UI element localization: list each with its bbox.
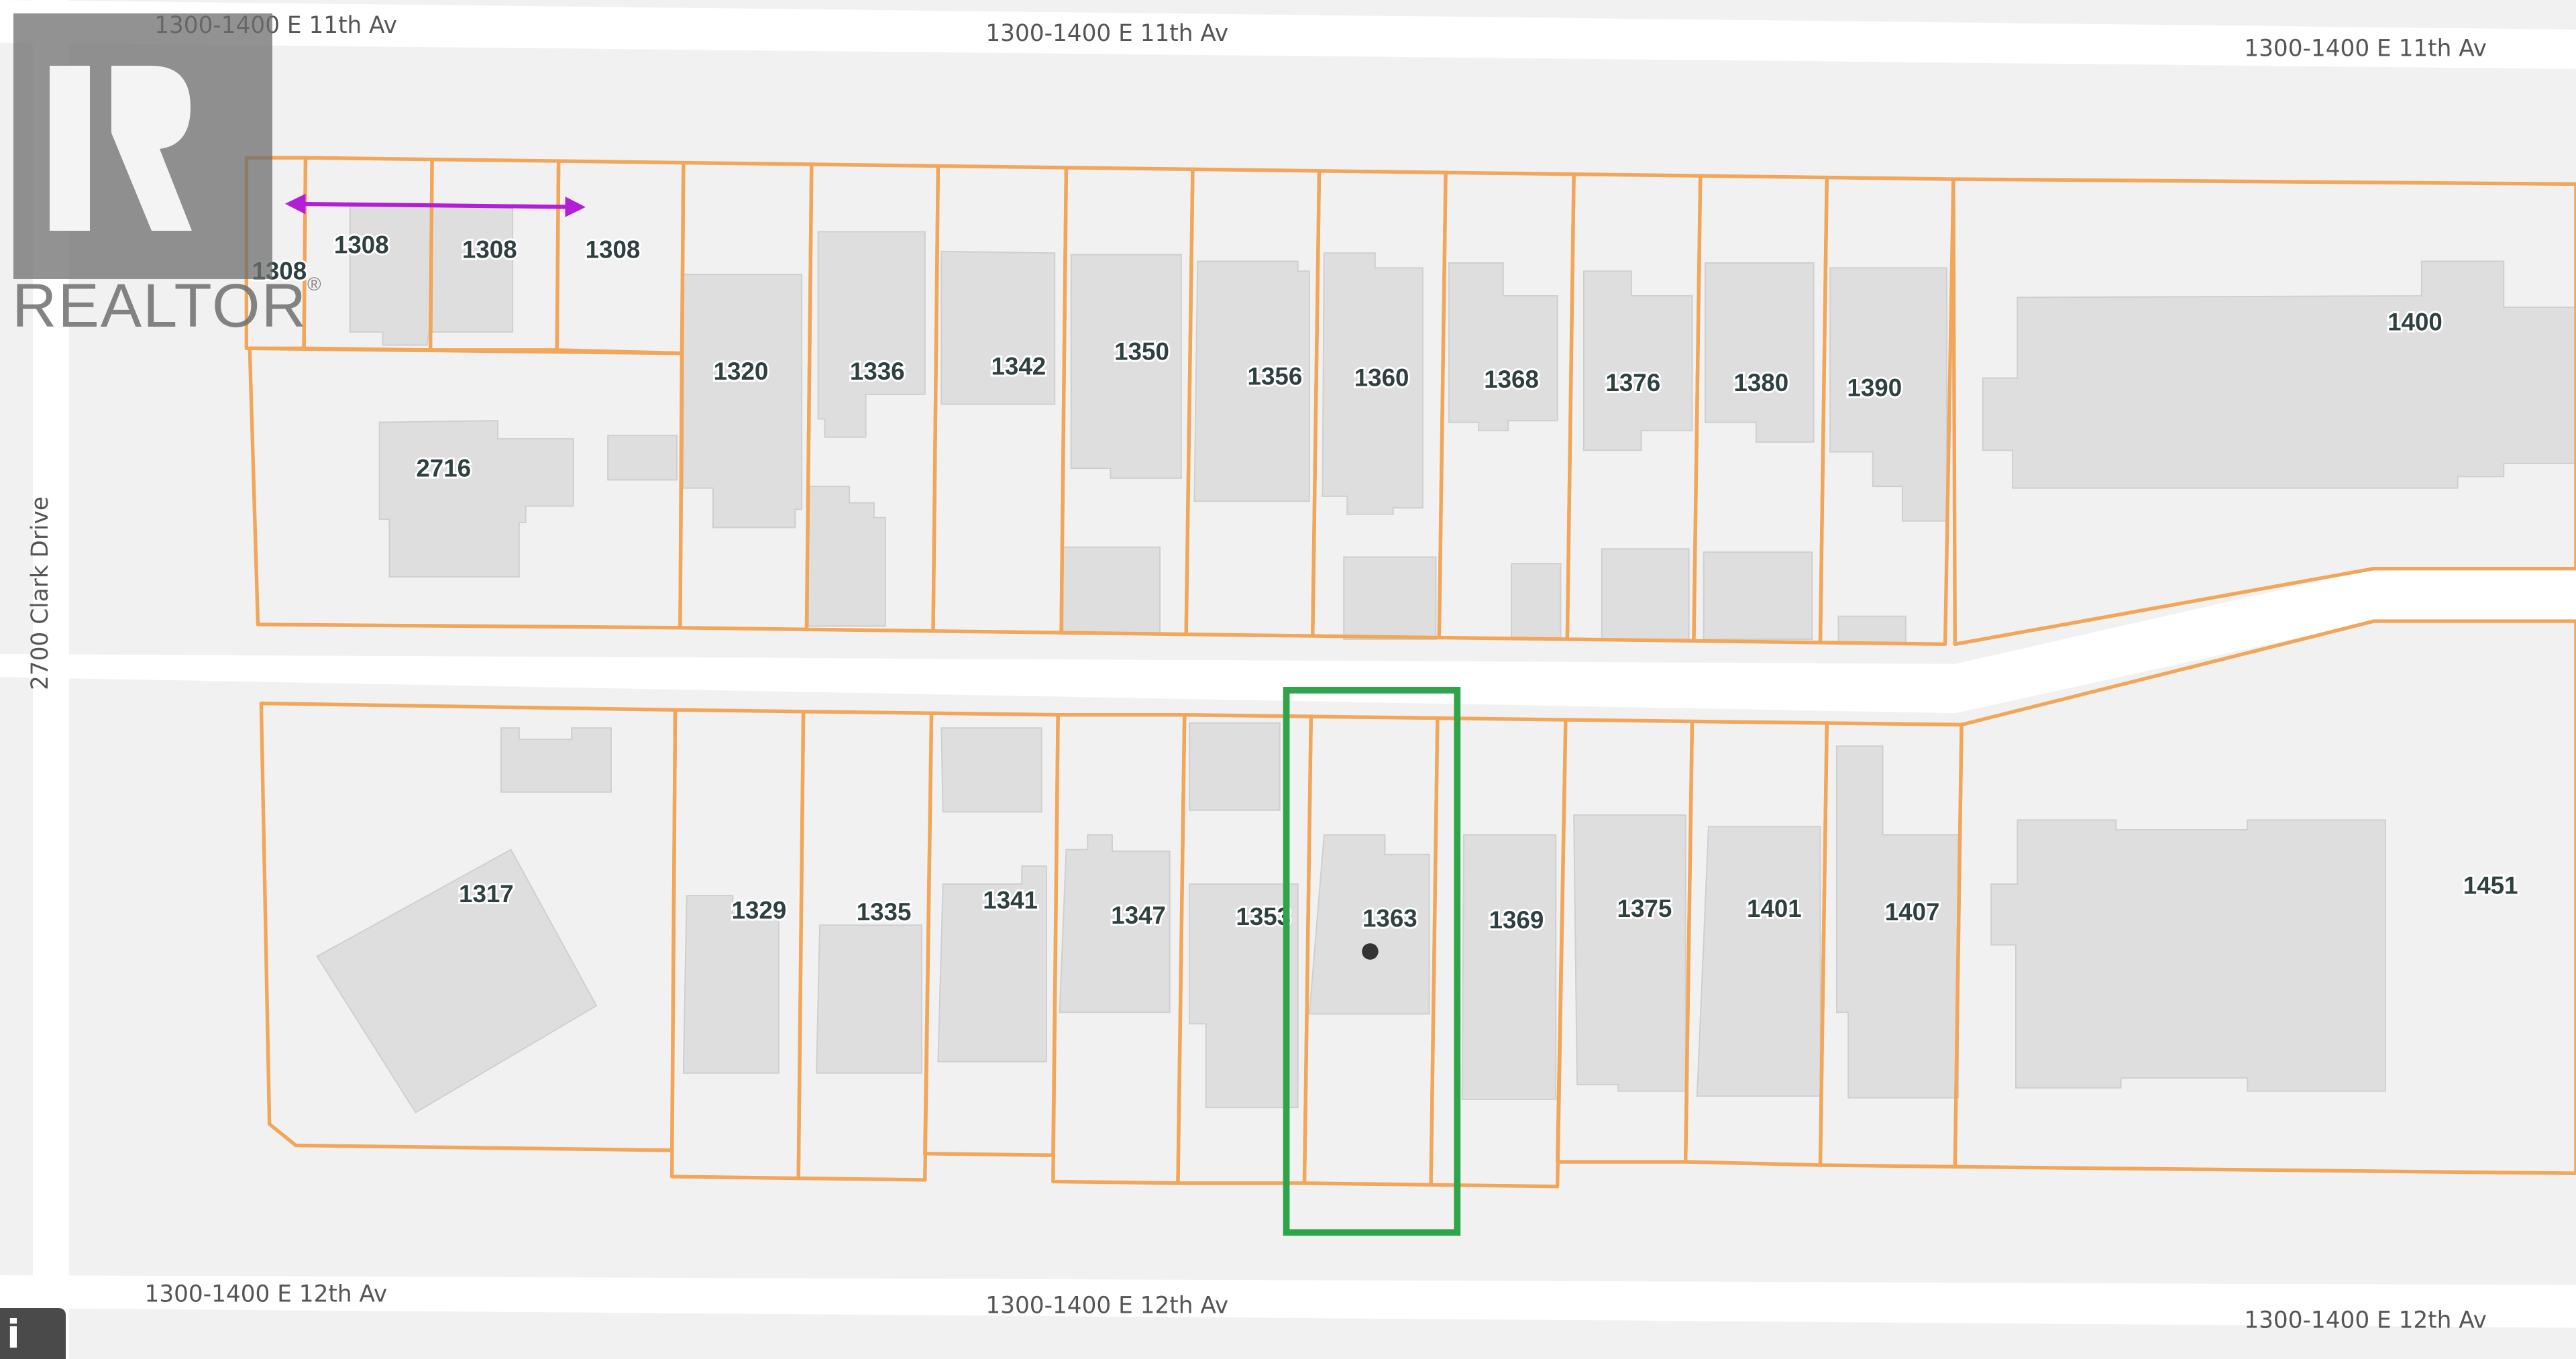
subject-property-highlight[interactable] (1283, 687, 1461, 1236)
building-footprint (1990, 819, 2386, 1092)
house-number-label: 1380 (1733, 369, 1788, 396)
house-number-label: 1320 (714, 358, 769, 385)
house-number-label: 1308 (586, 236, 641, 264)
realtor-wordmark: REALTOR® (12, 275, 323, 337)
building-footprint (1189, 883, 1299, 1109)
house-number-label: 2716 (416, 454, 471, 482)
house-number-label: 1356 (1248, 362, 1303, 390)
house-number-label: 1390 (1847, 374, 1902, 401)
house-number-label: 1350 (1114, 338, 1169, 366)
building-footprint (1308, 834, 1430, 1015)
building-footprint (1705, 262, 1815, 443)
building-footprint (1982, 260, 2576, 489)
building-footprint (682, 895, 780, 1074)
house-number-label: 1342 (991, 353, 1046, 380)
lot-1369[interactable] (1429, 716, 1568, 1189)
lot-1335[interactable] (796, 710, 934, 1182)
street-label: 2700 Clark Drive (27, 496, 54, 690)
house-number-label: 1308 (462, 236, 517, 264)
building-footprint (941, 727, 1042, 813)
building-footprint (682, 274, 803, 529)
house-number-label: 1329 (732, 896, 787, 924)
house-number-label: 1451 (2463, 872, 2518, 900)
street-label: 1300-1400 E 12th Av (2244, 1307, 2487, 1334)
building-footprint (1582, 270, 1693, 451)
subject-property-marker[interactable] (1362, 943, 1379, 960)
realtor-r-icon (111, 66, 192, 231)
building-footprint (1601, 548, 1690, 640)
lot-1400[interactable] (1951, 177, 2576, 647)
realtor-wordmark-text: REALTOR (12, 272, 308, 340)
street-label: 1300-1400 E 12th Av (145, 1281, 388, 1307)
lane-road (0, 568, 2576, 714)
house-number-label: 1363 (1362, 905, 1417, 932)
buildings-layer (316, 205, 2576, 1113)
house-number-label: 1353 (1236, 903, 1291, 930)
house-number-label: 1317 (459, 880, 514, 908)
building-footprint (1703, 551, 1813, 640)
house-number-label: 1341 (983, 887, 1038, 914)
lot-1451[interactable] (1953, 619, 2576, 1175)
building-footprint (817, 231, 926, 438)
building-footprint (807, 486, 886, 627)
building-footprint (1837, 615, 1907, 645)
house-number-label: 1336 (850, 358, 905, 385)
house-number-label: 1369 (1489, 906, 1544, 934)
building-footprint (1829, 267, 1948, 522)
building-footprint (378, 420, 574, 578)
house-number-label: 1400 (2387, 308, 2443, 335)
lot-1317[interactable] (259, 701, 678, 1152)
house-number-label: 1401 (1747, 895, 1802, 922)
building-footprint (1696, 826, 1821, 1097)
lot-lines-layer (244, 156, 2576, 1189)
realtor-logo-bar (50, 66, 90, 231)
building-footprint (1070, 254, 1182, 479)
realtor-logo (13, 13, 272, 279)
lot-1390[interactable] (1818, 175, 1955, 647)
street-label: 1300-1400 E 11th Av (985, 20, 1228, 47)
house-number-label: 1308 (334, 231, 389, 258)
building-footprint (1343, 556, 1437, 640)
building-footprint (1193, 260, 1310, 502)
building-footprint (937, 865, 1047, 1063)
house-number-label: 1376 (1605, 369, 1660, 396)
street-label: 1300-1400 E 12th Av (985, 1292, 1228, 1319)
building-footprint (1322, 252, 1424, 515)
measure-arrow (284, 193, 586, 217)
building-footprint (1573, 814, 1686, 1092)
building-footprint (1062, 546, 1161, 635)
e-11th-av-road (0, 0, 2576, 69)
building-footprint (1189, 722, 1281, 811)
building-footprint (607, 435, 678, 481)
info-button[interactable]: i (0, 1308, 66, 1359)
building-footprint (1059, 834, 1171, 1014)
house-number-label: 1375 (1617, 895, 1672, 922)
house-number-label: 1407 (1885, 898, 1940, 926)
house-number-label: 1368 (1484, 366, 1539, 393)
house-number-label: 1347 (1111, 902, 1166, 929)
building-footprint (1835, 745, 1960, 1099)
building-footprint (816, 924, 922, 1074)
building-footprint (500, 727, 612, 793)
clark-drive-road (32, 0, 69, 1359)
house-number-label: 1335 (857, 898, 912, 926)
house-number-label: 1360 (1354, 364, 1409, 392)
building-footprint (316, 849, 598, 1113)
info-icon: i (7, 1311, 20, 1357)
street-label: 1300-1400 E 11th Av (2244, 35, 2487, 62)
building-footprint (1448, 262, 1558, 431)
building-footprint (941, 250, 1056, 405)
building-footprint (1511, 563, 1562, 640)
e-12th-av-road (0, 1275, 2576, 1328)
building-footprint (1461, 834, 1557, 1100)
registered-mark: ® (307, 274, 323, 294)
